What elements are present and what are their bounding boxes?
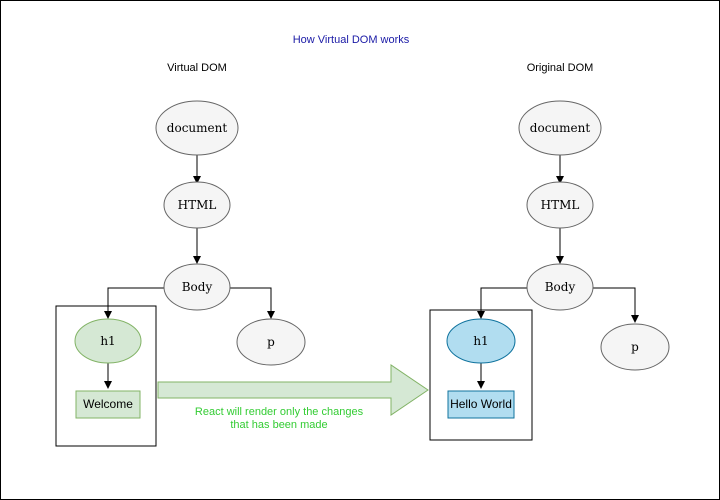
virtual-dom-tree: document HTML Body h1 p Welcome [55, 100, 306, 447]
node-h1-label: h1 [100, 334, 115, 348]
original-change-frame [429, 309, 533, 441]
node-html-original: HTML [526, 181, 594, 229]
node-html-original-label: HTML [541, 198, 580, 212]
node-body-original-label: Body [545, 280, 576, 294]
note-line-1: React will render only the changes [195, 406, 364, 418]
edge-body-h1 [104, 287, 165, 319]
node-html-label: HTML [178, 198, 217, 212]
node-p-original-label: p [631, 340, 639, 354]
note-line-2: that has been made [230, 419, 327, 431]
node-document-original-label: document [530, 121, 591, 135]
virtual-dom-label: Virtual DOM [167, 62, 227, 74]
node-h1: h1 [74, 318, 142, 364]
node-welcome: Welcome [75, 390, 141, 419]
original-dom-label: Original DOM [526, 62, 594, 74]
render-changes-arrow [157, 364, 429, 416]
node-html: HTML [163, 181, 231, 229]
edge-body-p-original [593, 287, 639, 323]
original-dom-tree: document HTML Body h1 p Hello World [429, 100, 670, 441]
node-p: p [236, 318, 306, 366]
node-hello-world-label: Hello World [450, 397, 512, 411]
node-document: document [155, 100, 239, 156]
node-body-label: Body [182, 280, 213, 294]
node-p-label: p [267, 335, 275, 349]
node-body: Body [163, 263, 231, 311]
diagram-title: How Virtual DOM works [292, 34, 410, 46]
edge-body-p [230, 287, 275, 319]
node-hello-world: Hello World [447, 390, 515, 419]
node-body-original: Body [526, 263, 594, 311]
node-h1-original: h1 [446, 318, 516, 364]
node-document-original: document [518, 100, 602, 156]
edge-body-h1-original [477, 287, 527, 319]
virtual-change-frame [55, 305, 157, 447]
node-p-original: p [600, 323, 670, 371]
node-welcome-label: Welcome [83, 397, 133, 411]
node-document-label: document [167, 121, 228, 135]
node-h1-original-label: h1 [473, 334, 488, 348]
